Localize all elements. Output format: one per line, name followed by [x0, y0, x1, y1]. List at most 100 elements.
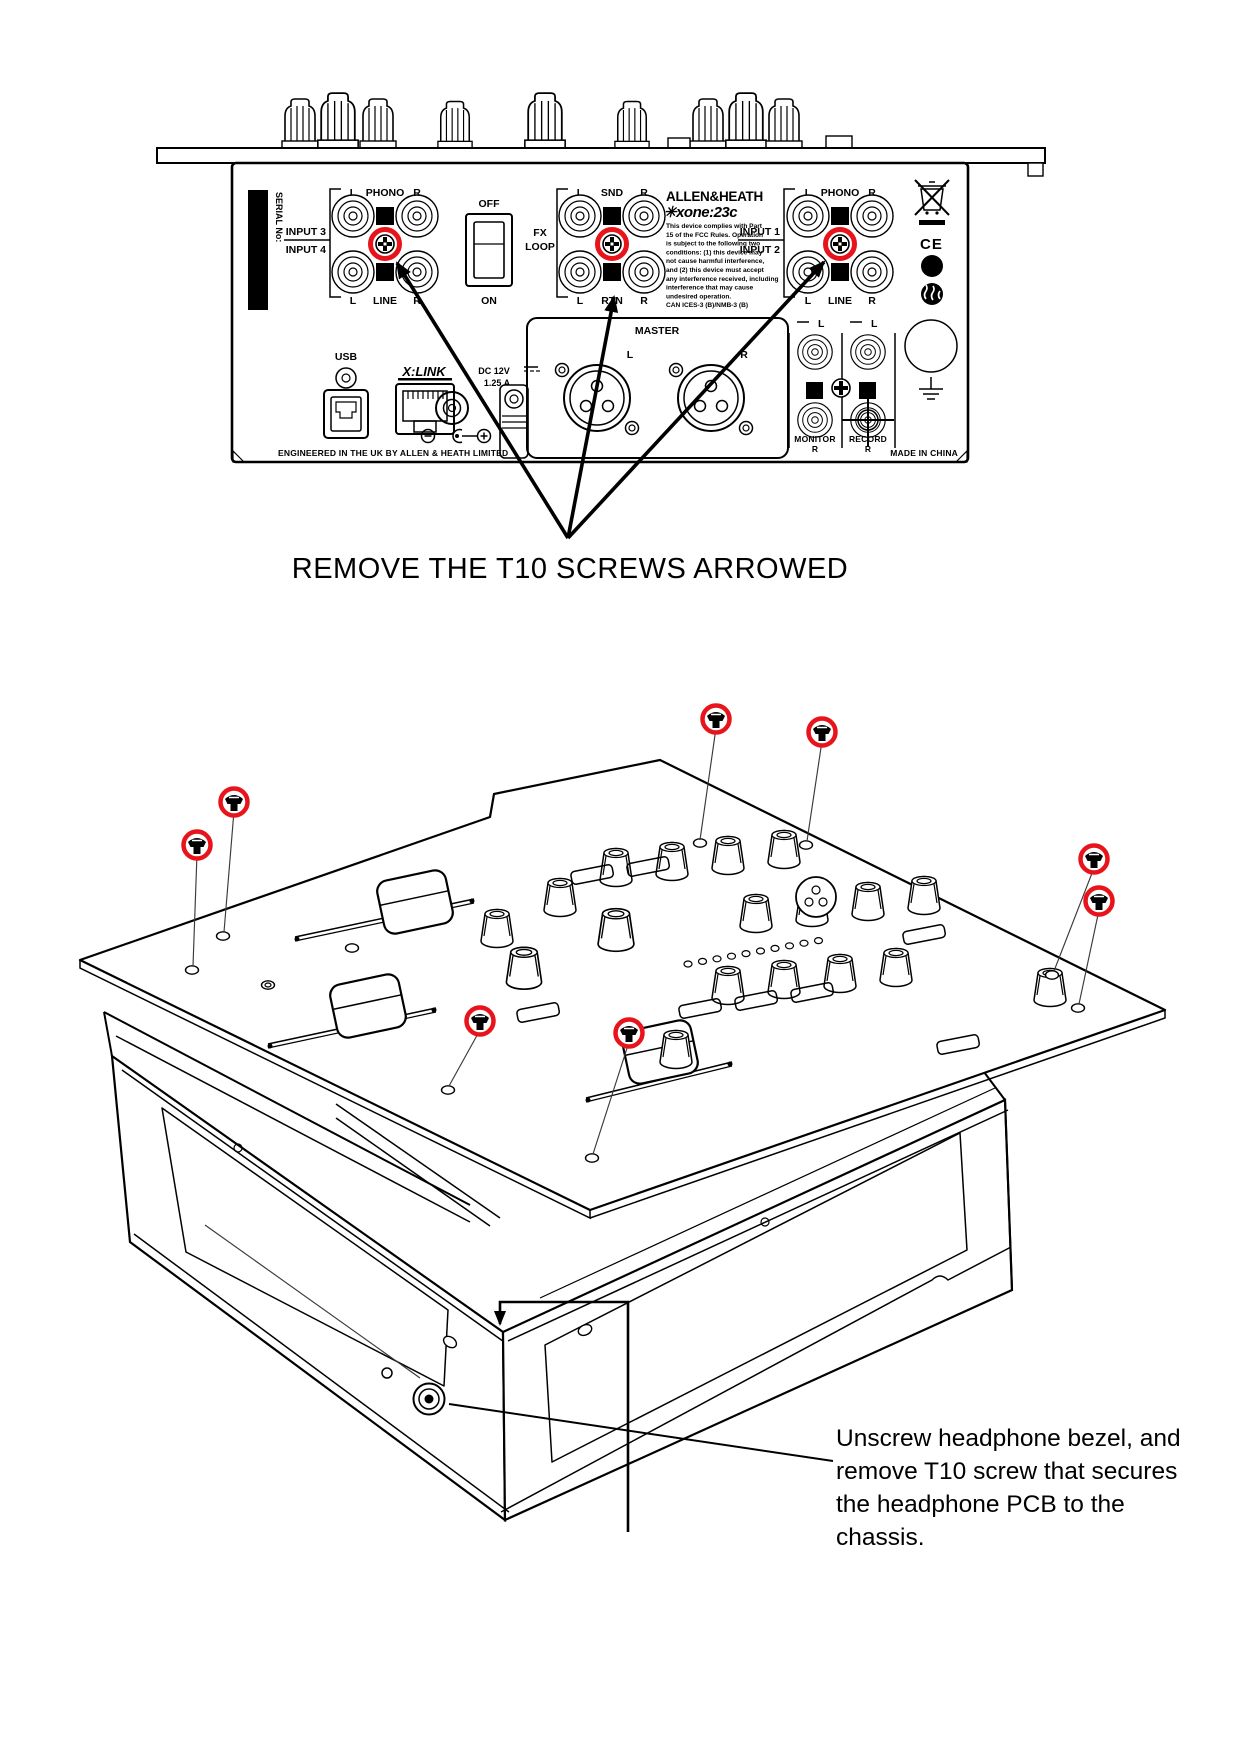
on-label: ON [481, 295, 497, 307]
rca-jack [786, 194, 830, 238]
svg-text:15 of the FCC Rules. Operation: 15 of the FCC Rules. Operation [666, 232, 763, 239]
power-switch: OFF ON [465, 198, 513, 307]
master-l-label: L [627, 349, 634, 361]
input3-label: INPUT 3 [286, 226, 326, 238]
svg-text:conditions: (1) this device ma: conditions: (1) this device may [666, 249, 763, 256]
screw-callout-arrows [395, 260, 826, 540]
brand-block: ALLEN&HEATH ✳xone:23c This device compli… [664, 189, 779, 309]
ground-hole [904, 319, 958, 373]
master-r-label: R [740, 349, 748, 361]
rca-jack [395, 194, 439, 238]
usb-port: USB [323, 351, 369, 439]
rca-jack [786, 250, 830, 294]
monitor-l-label: L [818, 318, 825, 330]
rca-jack [558, 250, 602, 294]
input1-label: INPUT 1 [740, 226, 780, 238]
heat-mark-icon [921, 283, 943, 305]
rca-jack [850, 250, 894, 294]
serial-label: SERIAL No: [274, 192, 284, 242]
remove-screws-caption: REMOVE THE T10 SCREWS ARROWED [291, 553, 849, 585]
input34-bot-name: LINE [373, 295, 397, 307]
earth-ground-icon [919, 377, 943, 400]
channel-fader-a [294, 867, 475, 942]
fx-bot-l: L [577, 295, 584, 307]
svg-text:interference that may cause: interference that may cause [666, 285, 754, 292]
svg-text:and (2) this device must accep: and (2) this device must accept [666, 267, 765, 274]
faceplate-edge-knobs [156, 92, 1046, 178]
input12-bot-name: LINE [828, 295, 852, 307]
serial-number-strip: SERIAL No: [248, 190, 284, 310]
screw-highlight-1 [703, 706, 730, 733]
input12-top-name: PHONO [821, 187, 860, 199]
weee-icon [914, 179, 950, 225]
rca-jack [797, 334, 833, 370]
input34-top-r: R [413, 187, 421, 199]
rca-jack [797, 402, 833, 438]
rca-jack [558, 194, 602, 238]
crosshair-screw [842, 394, 894, 446]
ce-mark: CE [920, 236, 943, 253]
led-row [683, 936, 824, 968]
fx-top-name: SND [601, 187, 624, 199]
rca-jack [850, 194, 894, 238]
panel-screw [831, 378, 851, 398]
fx-bot-r: R [640, 295, 648, 307]
plate-screw-holes [184, 838, 1086, 1163]
headphone-note: Unscrew headphone bezel, and remove T10 … [836, 1422, 1181, 1554]
screw-highlight-6 [1086, 888, 1113, 915]
panel-slots [516, 856, 981, 1055]
panel-corner-fold-right [954, 449, 968, 463]
input34-group: L PHONO R INPUT 3 INPUT 4 L LINE R [284, 187, 439, 307]
disassembly-diagram [78, 614, 1167, 1532]
polarity-icon [420, 428, 492, 444]
rca-jack [331, 194, 375, 238]
dc-current-label: 1.25 A [484, 378, 511, 388]
crossfader [585, 1017, 733, 1103]
off-label: OFF [479, 198, 501, 210]
rca-jack [850, 334, 886, 370]
xlr-connector-left [563, 364, 631, 432]
input12-bot-r: R [868, 295, 876, 307]
input34-top-l: L [350, 187, 357, 199]
made-in-footer: MADE IN CHINA [890, 448, 958, 458]
fx-top-l: L [577, 187, 584, 199]
master-label: MASTER [635, 325, 680, 337]
mic-xlr-socket [795, 876, 837, 918]
input34-bot-l: L [350, 295, 357, 307]
headphone-note-line: chassis. [836, 1524, 925, 1551]
input34-top-name: PHONO [366, 187, 405, 199]
svg-text:any interference received, inc: any interference received, including [666, 276, 779, 283]
input2-label: INPUT 2 [740, 244, 780, 256]
model-logo: ✳xone:23c [664, 204, 738, 221]
svg-text:is subject to the following tw: is subject to the following two [666, 241, 760, 248]
screw-highlight-2 [809, 719, 836, 746]
rca-jack [331, 250, 375, 294]
input12-top-l: L [805, 187, 812, 199]
engineered-footer: ENGINEERED IN THE UK BY ALLEN & HEATH LI… [278, 448, 508, 458]
svg-text:not cause harmful interference: not cause harmful interference, [666, 258, 764, 265]
brand-logo: ALLEN&HEATH [666, 189, 763, 204]
headphone-jack [381, 1367, 446, 1416]
record-l-label: L [871, 318, 878, 330]
master-section: MASTER L R [526, 317, 789, 459]
channel-fader-b [267, 971, 437, 1049]
xlink-label: X:LINK [401, 364, 447, 379]
faceplate-assembly [78, 758, 1167, 1220]
record-r-label: R [865, 444, 871, 454]
xlr-connector-right [677, 364, 745, 432]
screw-highlight-4 [184, 832, 211, 859]
input12-top-r: R [868, 187, 876, 199]
svg-text:This device complies with Part: This device complies with Part [666, 223, 763, 230]
record-label: RECORD [849, 434, 887, 444]
fx-label: FX [533, 227, 546, 239]
rca-jack [622, 250, 666, 294]
input34-bot-r: R [413, 295, 421, 307]
rear-panel-diagram: SERIAL No: L PHONO R INPUT 3 INPUT 4 L L… [156, 92, 1046, 540]
chassis [103, 1011, 1014, 1523]
monitor-record-section: L L MONITOR R RECORD R [788, 318, 896, 454]
xlink-port: X:LINK [395, 364, 455, 435]
fcc-text: This device complies with Part 15 of the… [666, 223, 779, 309]
compliance-symbols: CE [904, 179, 958, 400]
input4-label: INPUT 4 [286, 244, 326, 256]
